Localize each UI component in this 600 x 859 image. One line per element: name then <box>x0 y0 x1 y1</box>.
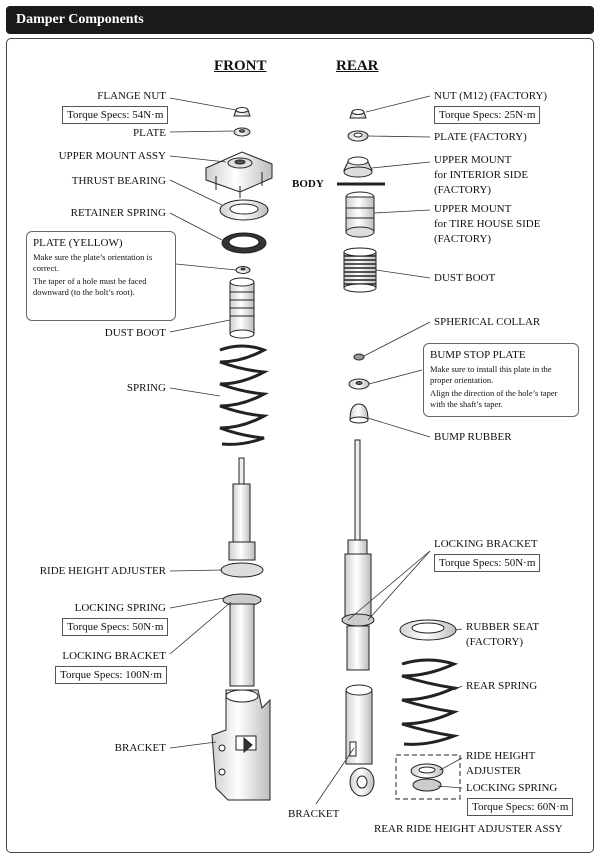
page-title: Damper Components <box>6 6 594 34</box>
rear-torque-locking-bracket: Torque Specs: 50N·m <box>434 554 541 572</box>
front-torque-locking-spring: Torque Specs: 50N·m <box>62 618 169 636</box>
front-label-retainer-spring: RETAINER SPRING <box>70 207 166 219</box>
rear-label-ride-height-2: ADJUSTER <box>466 765 522 777</box>
rear-spring <box>401 658 460 746</box>
rear-label-spherical-collar: SPHERICAL COLLAR <box>434 316 541 328</box>
front-plate-yellow <box>235 266 251 274</box>
front-torque-locking-bracket: Torque Specs: 100N·m <box>55 666 167 684</box>
rear-torque-locking-spring: Torque Specs: 60N·m <box>467 798 574 816</box>
rear-body-label: BODY <box>292 178 324 190</box>
rear-header: REAR <box>336 58 379 74</box>
leader-lines <box>169 95 463 805</box>
diagram-frame <box>6 38 594 853</box>
front-retainer-spring <box>221 232 267 254</box>
rear-bracket <box>345 684 375 797</box>
front-label-spring: SPRING <box>126 382 166 394</box>
front-label-flange-nut: FLANGE NUT <box>97 90 166 102</box>
front-label-plate: PLATE <box>133 127 166 139</box>
front-plate-note: PLATE (YELLOW) Make sure the plate’s ori… <box>26 231 176 321</box>
rear-label-bracket: BRACKET <box>288 808 340 820</box>
rear-dust-boot <box>343 247 377 293</box>
rear-label-upper-mount-interior-3: (FACTORY) <box>434 184 492 196</box>
front-note-line2: The taper of a hole must be faced downwa… <box>33 276 147 297</box>
rear-label-ride-height-1: RIDE HEIGHT <box>466 750 536 762</box>
front-label-upper-mount: UPPER MOUNT ASSY <box>58 150 166 162</box>
rear-label-upper-mount-interior-2: for INTERIOR SIDE <box>434 169 529 181</box>
front-label-thrust-bearing: THRUST BEARING <box>71 175 166 187</box>
rear-rubber-seat <box>399 619 457 641</box>
front-label-locking-spring: LOCKING SPRING <box>74 602 166 614</box>
front-label-ride-height-adjuster: RIDE HEIGHT ADJUSTER <box>39 565 166 577</box>
rear-label-locking-bracket: LOCKING BRACKET <box>434 538 538 550</box>
front-label-locking-bracket: LOCKING BRACKET <box>62 650 166 662</box>
front-note-title: PLATE (YELLOW) <box>33 237 123 249</box>
rear-label-bump-rubber: BUMP RUBBER <box>434 431 512 443</box>
front-damper-body <box>220 457 264 687</box>
rear-label-upper-mount-tire-2: for TIRE HOUSE SIDE <box>434 218 541 230</box>
rear-label-upper-mount-tire-3: (FACTORY) <box>434 233 492 245</box>
front-label-dust-boot: DUST BOOT <box>104 327 166 339</box>
rear-spherical-collar <box>353 353 365 361</box>
rear-bump-rubber <box>349 403 369 424</box>
rear-label-locking-spring: LOCKING SPRING <box>466 782 558 794</box>
front-label-bracket: BRACKET <box>114 742 166 754</box>
rear-plate <box>347 130 369 142</box>
rear-damper-body <box>341 439 375 671</box>
rear-label-dust-boot: DUST BOOT <box>434 272 496 284</box>
rear-bump-stop-note: BUMP STOP PLATE Make sure to install thi… <box>423 343 579 417</box>
front-spring <box>219 344 270 446</box>
rear-label-plate: PLATE (FACTORY) <box>434 131 527 143</box>
front-bracket <box>211 689 271 801</box>
front-plate <box>233 127 251 137</box>
front-thrust-bearing <box>219 199 269 221</box>
rear-label-upper-mount-interior-1: UPPER MOUNT <box>434 154 512 166</box>
front-torque-flange-nut: Torque Specs: 54N·m <box>62 106 169 124</box>
rear-bump-stop-plate <box>348 378 370 390</box>
rear-note-title: BUMP STOP PLATE <box>430 349 526 361</box>
rear-upper-mount-interior <box>343 156 373 178</box>
rear-label-adjuster-assy: REAR RIDE HEIGHT ADJUSTER ASSY <box>374 823 563 835</box>
front-note-line1: Make sure the plate’s orientation is cor… <box>33 252 153 273</box>
rear-torque-nut: Torque Specs: 25N·m <box>434 106 541 124</box>
front-dust-boot <box>229 277 255 339</box>
rear-label-rear-spring: REAR SPRING <box>466 680 538 692</box>
rear-label-upper-mount-tire-1: UPPER MOUNT <box>434 203 512 215</box>
rear-label-rubber-seat-2: (FACTORY) <box>466 636 524 648</box>
rear-ride-height-adjuster-assy <box>395 754 461 800</box>
rear-label-rubber-seat-1: RUBBER SEAT <box>466 621 540 633</box>
rear-label-nut: NUT (M12) (FACTORY) <box>434 90 548 102</box>
rear-note-line1: Make sure to install this plate in the p… <box>430 364 552 385</box>
rear-note-line2: Align the direction of the hole’s taper … <box>430 388 558 409</box>
front-header: FRONT <box>214 58 267 74</box>
rear-upper-mount-tire <box>345 191 375 238</box>
rear-nut <box>349 109 367 119</box>
front-upper-mount <box>205 151 273 198</box>
front-flange-nut <box>233 107 251 117</box>
